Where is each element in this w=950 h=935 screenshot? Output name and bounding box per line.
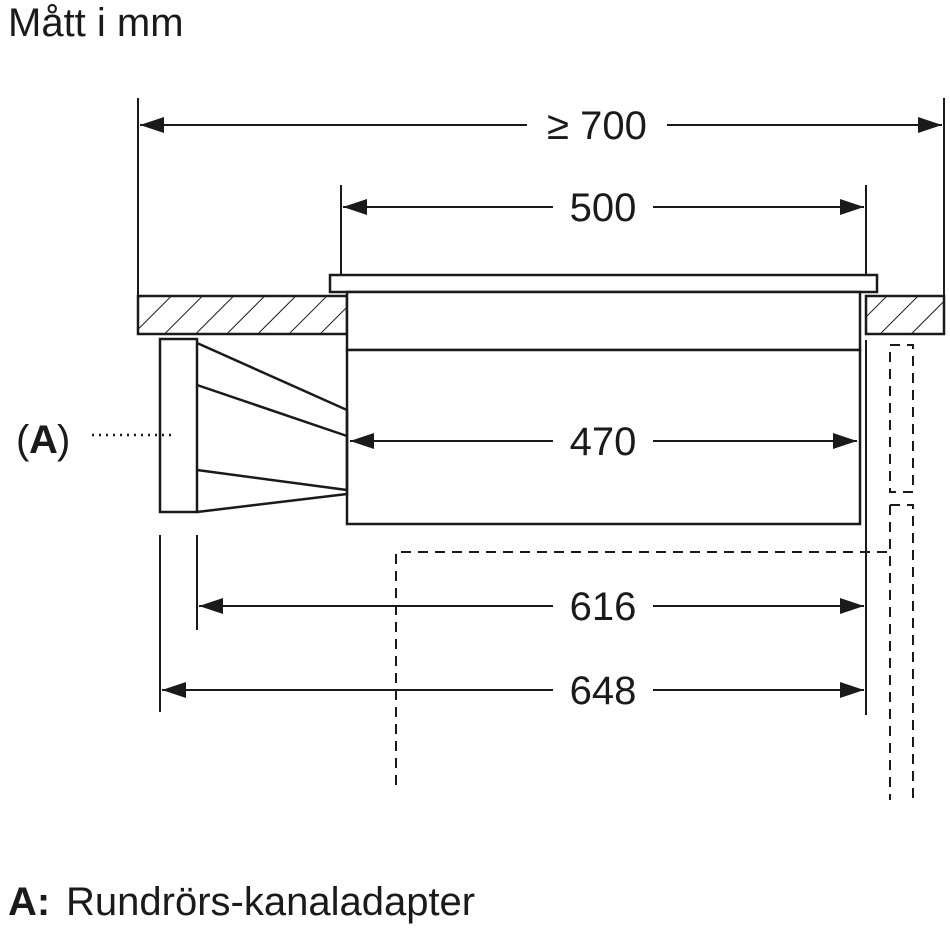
- dimension-unit-width: [350, 433, 857, 449]
- legend: A: Rundrörs-kanaladapter: [8, 880, 475, 924]
- dimension-depth-648: [162, 682, 864, 698]
- dimension-label-470: 470: [570, 420, 637, 464]
- side-panel-upper: [889, 344, 914, 493]
- callout-a: ( A ): [16, 418, 172, 462]
- dimension-label-500: 500: [570, 186, 637, 230]
- dimension-label-648: 648: [570, 669, 637, 713]
- dimension-label-616: 616: [570, 585, 637, 629]
- hob-upper-housing: [345, 290, 862, 352]
- countertop: [136, 294, 946, 336]
- duct-adapter: [158, 337, 349, 514]
- adapter-rib-lower: [196, 468, 348, 492]
- hob-lower-housing: [345, 348, 862, 526]
- drawer-outline: [395, 551, 888, 785]
- adapter-body: [196, 341, 349, 514]
- side-panel-lower: [890, 504, 914, 800]
- dimension-hob-width: [343, 199, 864, 215]
- hob-unit-body: [345, 290, 862, 526]
- callout-letter: A: [29, 418, 58, 462]
- cabinet-outline-dashed: [395, 344, 914, 800]
- dimension-depth-616: [199, 598, 864, 614]
- extension-lines: [137, 98, 945, 715]
- page-title: Mått i mm: [8, 1, 184, 45]
- hob-glass-plate: [328, 273, 879, 294]
- adapter-flange: [158, 337, 199, 514]
- dimension-overall-width: [140, 117, 942, 133]
- countertop-left: [136, 294, 349, 336]
- legend-text: Rundrörs-kanaladapter: [66, 880, 475, 924]
- countertop-right: [864, 294, 946, 336]
- callout-close-paren: ): [57, 418, 70, 462]
- dimension-label-700: ≥ 700: [547, 104, 647, 148]
- adapter-rib-upper: [196, 383, 348, 438]
- legend-key: A:: [8, 880, 50, 924]
- callout-open-paren: (: [16, 418, 30, 462]
